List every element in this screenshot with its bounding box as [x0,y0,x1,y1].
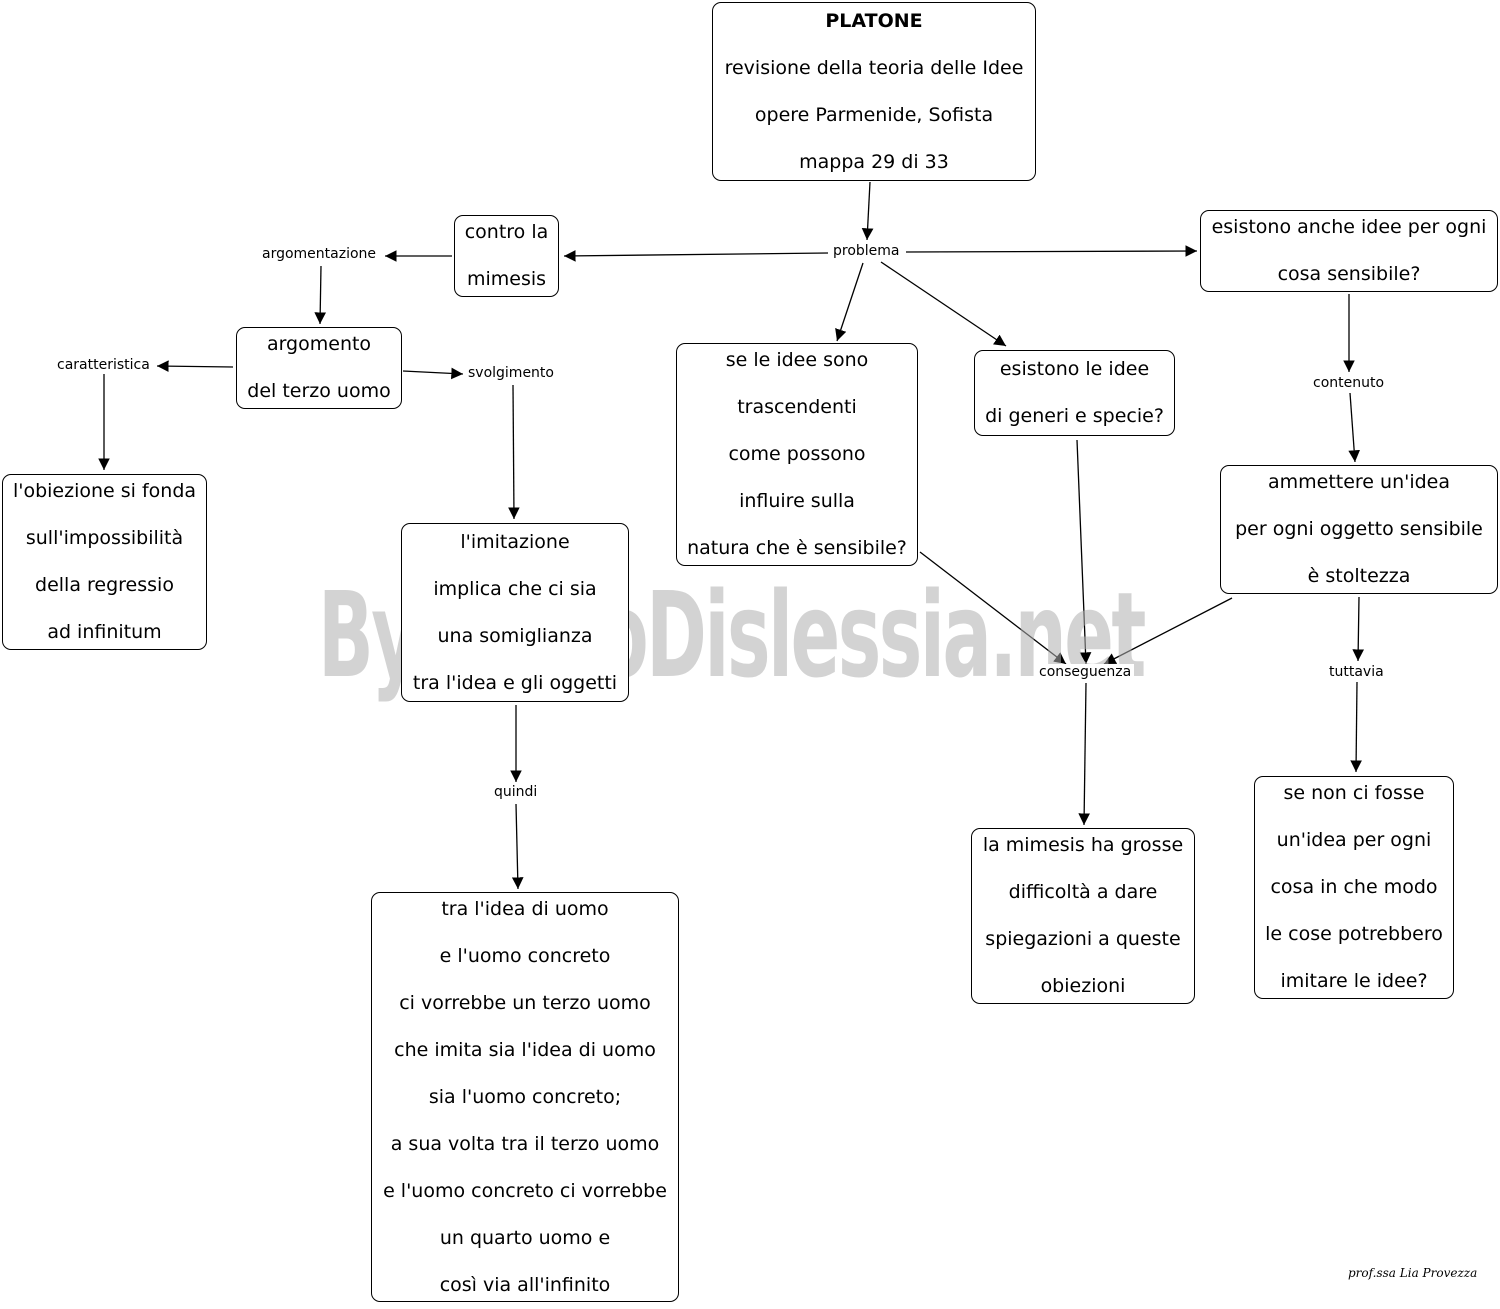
link-label-contenuto[interactable]: contenuto [1310,375,1388,391]
node-line: difficoltà a dare [1008,881,1158,903]
node-line: di generi e specie? [985,405,1164,427]
node-line: tra l'idea e gli oggetti [412,671,618,694]
node-line: obiezioni [1040,975,1126,997]
link-label-conseguenza[interactable]: conseguenza [1036,664,1135,680]
node-line: così via all'infinito [439,1273,611,1296]
node-line: l'imitazione [460,530,570,553]
node-line: la mimesis ha grosse [982,834,1184,856]
node-line: ammettere un'idea [1267,471,1451,493]
link-label-tuttavia[interactable]: tuttavia [1326,664,1387,680]
node-ammettere[interactable]: ammettere un'idea per ogni oggetto sensi… [1220,465,1498,594]
node-line: e l'uomo concreto ci vorrebbe [383,1179,667,1202]
node-line: sia l'uomo concreto; [428,1085,622,1108]
node-mimesis-difficolta[interactable]: la mimesis ha grosse difficoltà a dare s… [971,828,1195,1004]
node-line: è stoltezza [1307,565,1411,587]
node-line: ad infinitum [47,621,162,643]
node-line: implica che ci sia [433,577,597,600]
node-line: opere Parmenide, Sofista [754,103,994,126]
node-generi[interactable]: esistono le idee di generi e specie? [974,350,1175,436]
node-esistono-ogni[interactable]: esistono anche idee per ogni cosa sensib… [1200,210,1498,292]
node-line: del terzo uomo [247,380,391,402]
node-obiezione[interactable]: l'obiezione si fonda sull'impossibilità … [2,474,207,650]
author-signature: prof.ssa Lia Provezza [1348,1266,1478,1280]
node-line: e l'uomo concreto [439,944,611,967]
link-label-problema[interactable]: problema [830,243,903,259]
node-line: una somiglianza [437,624,593,647]
node-line: esistono le idee [999,358,1150,380]
node-se-non[interactable]: se non ci fosse un'idea per ogni cosa in… [1254,776,1454,999]
node-line: argomento [266,333,372,355]
node-line: che imita sia l'idea di uomo [394,1038,656,1061]
node-line: le cose potrebbero [1265,923,1443,945]
node-line: un quarto uomo e [439,1226,611,1249]
node-line: cosa sensibile? [1277,263,1421,285]
node-line: a sua volta tra il terzo uomo [390,1132,660,1155]
node-line: l'obiezione si fonda [12,480,197,502]
node-argomento[interactable]: argomento del terzo uomo [236,327,402,409]
node-line: mappa 29 di 33 [799,150,949,173]
node-line: mimesis [466,268,547,290]
node-line: ci vorrebbe un terzo uomo [399,991,651,1014]
node-line: cosa in che modo [1270,876,1438,898]
node-trascendenti[interactable]: se le idee sono trascendenti come posson… [676,343,918,566]
node-line: per ogni oggetto sensibile [1235,518,1483,540]
node-line: un'idea per ogni [1276,829,1432,851]
node-line: revisione della teoria delle Idee [724,56,1024,79]
node-contro-mimesis[interactable]: contro la mimesis [454,215,559,297]
link-label-argomentazione[interactable]: argomentazione [259,246,380,262]
node-line: natura che è sensibile? [687,537,907,559]
node-line: esistono anche idee per ogni [1211,216,1487,238]
node-terzo-uomo[interactable]: tra l'idea di uomo e l'uomo concreto ci … [371,892,679,1302]
node-title: PLATONE [825,9,923,32]
node-line: se non ci fosse [1283,782,1425,804]
link-label-caratteristica[interactable]: caratteristica [54,357,153,373]
node-line: tra l'idea di uomo [441,897,609,920]
node-line: come possono [728,443,866,465]
node-line: trascendenti [737,396,857,418]
node-line: imitare le idee? [1280,970,1428,992]
node-line: della regressio [35,574,174,596]
node-line: influire sulla [739,490,855,512]
node-line: contro la [464,221,549,243]
node-line: se le idee sono [725,349,869,371]
link-label-svolgimento[interactable]: svolgimento [465,365,557,381]
node-platone[interactable]: PLATONE revisione della teoria delle Ide… [712,2,1036,181]
node-line: sull'impossibilità [25,527,184,549]
node-imitazione[interactable]: l'imitazione implica che ci sia una somi… [401,523,629,702]
node-line: spiegazioni a queste [985,928,1181,950]
link-label-quindi[interactable]: quindi [491,784,541,800]
